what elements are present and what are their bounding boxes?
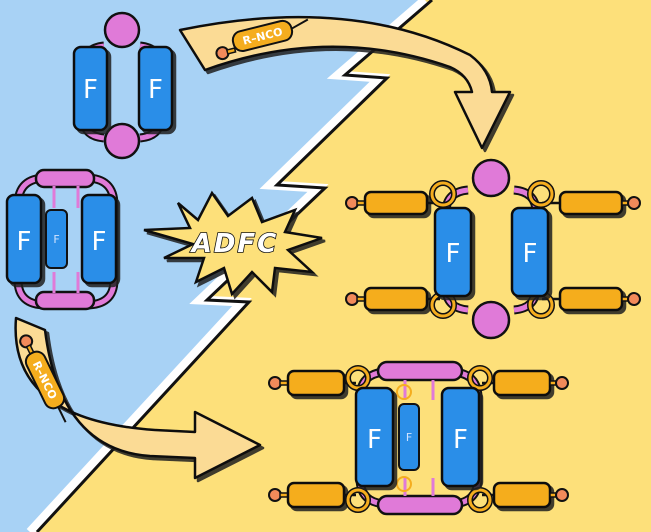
framework-block xyxy=(72,45,109,132)
framework-block xyxy=(354,386,395,488)
framework-block xyxy=(440,386,481,488)
carbamate-arm xyxy=(482,369,569,397)
carbamate-arm xyxy=(482,481,569,509)
carbamate-arm xyxy=(345,286,440,312)
functionalized-framework-interpenetrated: F F F xyxy=(268,360,569,516)
reagent-tag-top: R–NCO xyxy=(215,18,309,61)
framework-label: F xyxy=(83,75,98,105)
framework-block xyxy=(80,193,118,285)
framework-label: F xyxy=(453,425,468,455)
framework-label-small: F xyxy=(53,233,59,246)
burst-label: ADFC xyxy=(190,229,279,259)
framework-block-inner xyxy=(398,403,420,471)
framework-pair-top-left: F F xyxy=(72,11,174,160)
framework-label: F xyxy=(148,75,163,105)
carbamate-arm xyxy=(268,369,356,397)
functionalized-framework-pair: F F xyxy=(345,158,641,340)
burst-shape xyxy=(143,190,323,297)
carbamate-arm xyxy=(542,190,641,216)
framework-block xyxy=(5,193,43,285)
carbamate-arm xyxy=(542,286,641,312)
framework-label-small: F xyxy=(406,431,412,444)
framework-block-inner xyxy=(45,209,68,269)
carbamate-arm xyxy=(268,481,356,509)
framework-label: F xyxy=(446,239,461,269)
framework-block xyxy=(510,206,550,298)
carbamate-arm xyxy=(345,190,440,216)
framework-block xyxy=(433,206,473,298)
lightning-boundary-black xyxy=(35,0,433,532)
framework-label: F xyxy=(17,227,32,257)
framework-label: F xyxy=(92,227,107,257)
adfc-burst: ADFC xyxy=(143,190,323,297)
reaction-arrow-top xyxy=(178,15,512,150)
framework-block xyxy=(137,45,174,132)
framework-label: F xyxy=(523,239,538,269)
framework-interpenetrated-left: F F F xyxy=(5,168,119,311)
framework-label: F xyxy=(367,425,382,455)
